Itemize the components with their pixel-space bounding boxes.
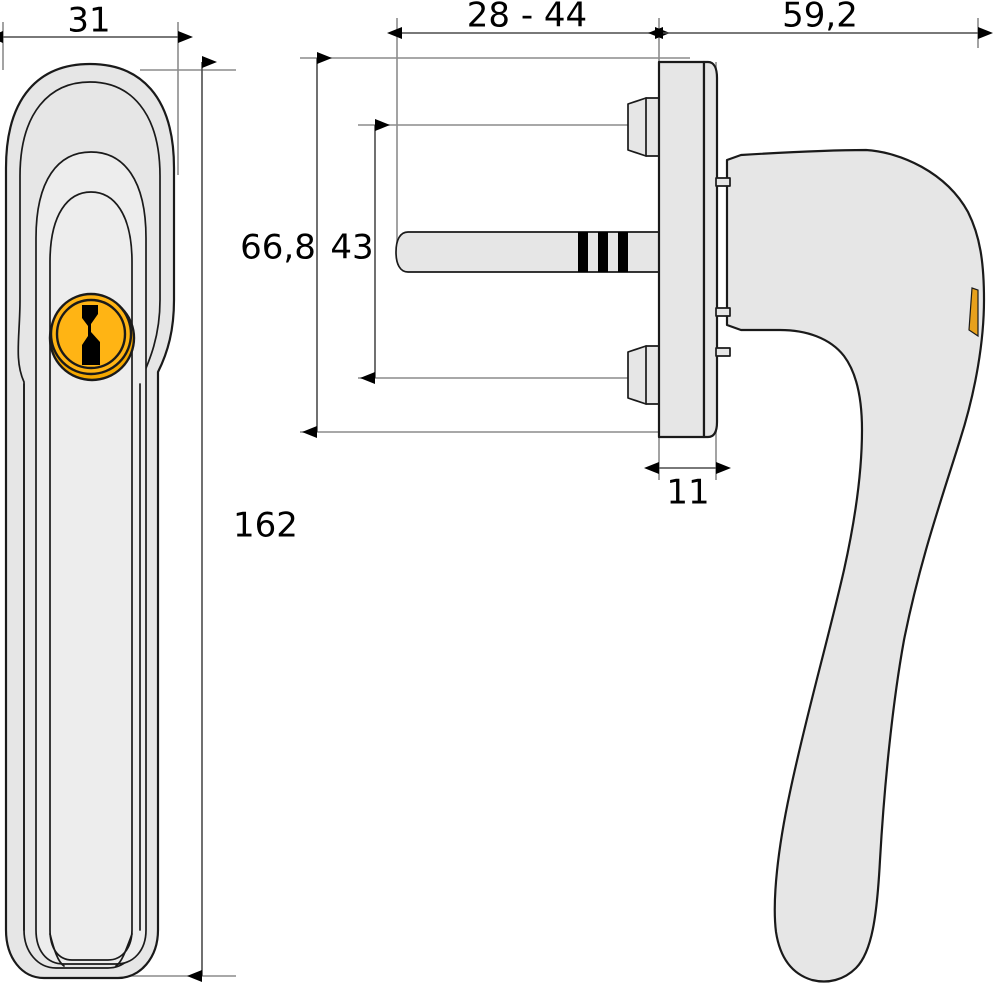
lever-tab-top	[715, 177, 731, 187]
keyway-icon	[82, 305, 100, 365]
lever-tab-bottom	[715, 347, 731, 357]
square-spindle	[395, 231, 661, 273]
side-view	[395, 60, 986, 983]
shaft-bevel-right	[115, 933, 133, 967]
handle-shaft	[49, 191, 133, 961]
front-view	[4, 62, 176, 980]
dimension-label-31: 31	[67, 1, 110, 41]
dimension-label-11: 11	[666, 473, 709, 513]
dimension-label-28-44: 28 - 44	[467, 0, 587, 36]
shaft-bevel-left	[49, 933, 65, 967]
spindle-notch-2	[598, 232, 608, 272]
dimension-label-43: 43	[330, 228, 373, 268]
dimension-labels: 31 162 28 - 44 59,2 66,8 43 11	[67, 0, 857, 546]
mounting-plate	[657, 60, 706, 439]
dimension-label-162: 162	[233, 506, 298, 546]
mounting-plate-cap	[702, 60, 719, 439]
screw-boss-top	[627, 97, 661, 157]
handle-lever	[725, 148, 986, 983]
screw-boss-bottom	[627, 345, 661, 405]
spindle-notch-3	[618, 232, 628, 272]
spindle-notch-1	[578, 232, 588, 272]
dimension-label-59-2: 59,2	[782, 0, 858, 36]
cylinder-edge-sliver	[968, 287, 979, 338]
dimension-lines	[0, 27, 993, 982]
lever-tab-mid	[715, 307, 731, 317]
dimension-label-66-8: 66,8	[240, 228, 316, 268]
